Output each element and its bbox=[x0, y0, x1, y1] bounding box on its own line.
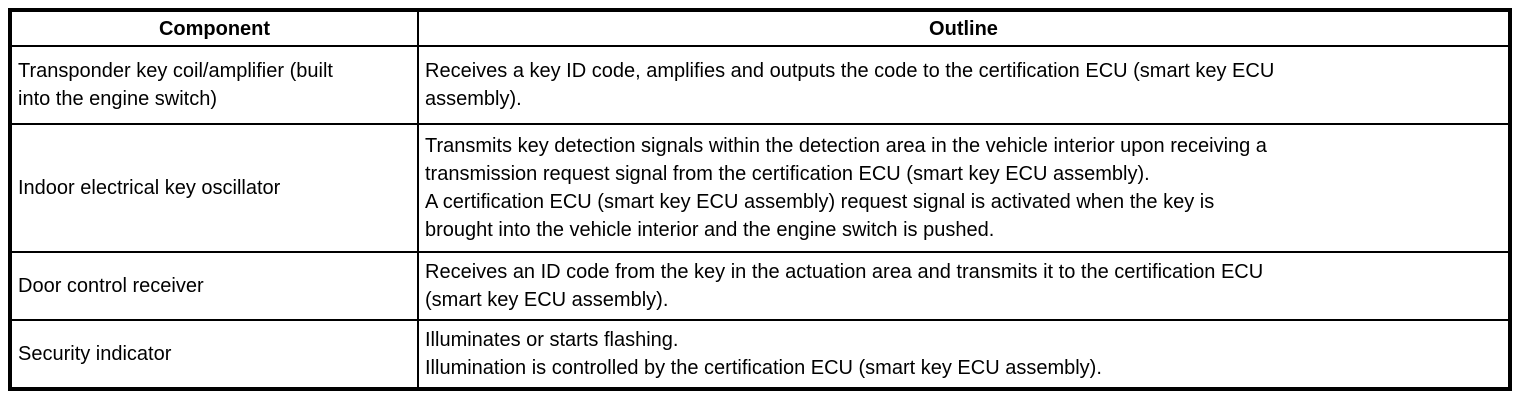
table-row: Indoor electrical key oscillator Transmi… bbox=[9, 123, 1511, 253]
component-cell: Transponder key coil/amplifier (built in… bbox=[9, 45, 419, 125]
outline-cell: Receives a key ID code, amplifies and ou… bbox=[417, 45, 1511, 125]
table-row: Door control receiver Receives an ID cod… bbox=[9, 251, 1511, 321]
outline-cell: Transmits key detection signals within t… bbox=[417, 123, 1511, 253]
header-component: Component bbox=[9, 9, 419, 47]
component-cell: Indoor electrical key oscillator bbox=[9, 123, 419, 253]
table-row: Transponder key coil/amplifier (built in… bbox=[9, 45, 1511, 125]
table-header-row: Component Outline bbox=[9, 9, 1511, 47]
outline-cell: Illuminates or starts flashing. Illumina… bbox=[417, 319, 1511, 390]
component-cell: Security indicator bbox=[9, 319, 419, 390]
outline-cell: Receives an ID code from the key in the … bbox=[417, 251, 1511, 321]
component-outline-table: Component Outline Transponder key coil/a… bbox=[8, 8, 1512, 391]
header-outline: Outline bbox=[417, 9, 1511, 47]
component-cell: Door control receiver bbox=[9, 251, 419, 321]
table-row: Security indicator Illuminates or starts… bbox=[9, 319, 1511, 390]
